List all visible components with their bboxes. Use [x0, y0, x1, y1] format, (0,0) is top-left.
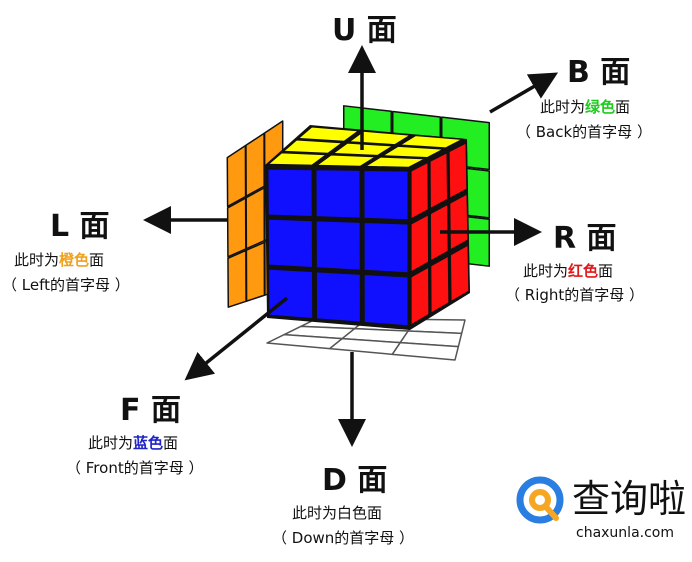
up-face-sticker: [282, 138, 344, 155]
l-face-note: （ Left的首字母 ）: [2, 276, 130, 294]
right-face-sticker: [429, 151, 449, 210]
arrow-back: [489, 72, 559, 114]
r-face-desc: 此时为红色面: [523, 262, 613, 280]
front-face-sticker: [267, 218, 314, 269]
right-face-sticker: [429, 255, 450, 315]
chaxunla-logo: 查询啦 chaxunla.com: [516, 476, 686, 541]
right-face: [410, 141, 470, 326]
r-face-title: R 面: [553, 221, 617, 256]
b-face-desc: 此时为绿色面: [540, 98, 630, 116]
r-face-note: （ Right的首字母 ）: [505, 286, 644, 304]
left-face-sticker: [227, 249, 247, 308]
up-face-sticker: [381, 145, 445, 159]
l-face-title: L 面: [50, 209, 110, 244]
front-face-sticker: [267, 268, 314, 320]
front-face: [266, 168, 410, 327]
left-face-sticker: [245, 187, 266, 250]
down-face-sticker: [391, 341, 460, 361]
up-face-sticker: [297, 126, 360, 143]
up-face-sticker: [315, 153, 377, 168]
up-face-sticker: [348, 130, 412, 146]
left-face-sticker: [226, 197, 247, 258]
left-face-sticker: [245, 241, 266, 302]
f-face-title: F 面: [120, 393, 181, 428]
logo-magnifier-icon: [529, 489, 551, 511]
up-face-sticker: [398, 134, 464, 149]
left-face-sticker: [226, 144, 247, 208]
f-face-note: （ Front的首字母 ）: [66, 459, 203, 477]
right-face-sticker: [429, 203, 450, 262]
b-face-note: （ Back的首字母 ）: [516, 123, 652, 141]
b-face-title: B 面: [567, 55, 630, 90]
front-face-sticker: [363, 221, 410, 274]
arrow-front: [184, 296, 289, 381]
d-face-note: （ Down的首字母 ）: [272, 529, 414, 547]
front-face-sticker: [315, 270, 362, 324]
cube: [226, 105, 491, 361]
front-face-sticker: [266, 168, 314, 218]
d-face-title: D 面: [322, 463, 387, 498]
logo-ring-icon: [516, 476, 564, 524]
f-face-desc: 此时为蓝色面: [88, 434, 178, 452]
down-face: [266, 317, 466, 361]
u-face-title: U 面: [332, 13, 397, 48]
d-face-desc: 此时为白色面: [292, 504, 382, 522]
right-face-sticker: [448, 193, 469, 251]
up-face-sticker: [363, 156, 427, 169]
right-face-sticker: [448, 141, 468, 200]
front-face-sticker: [315, 219, 362, 272]
front-face-sticker: [314, 168, 362, 220]
right-face-sticker: [410, 266, 430, 326]
axis-arrows: [143, 45, 559, 447]
right-face-sticker: [410, 161, 430, 220]
front-face-sticker: [362, 169, 410, 221]
right-face-sticker: [449, 244, 470, 303]
logo-text-cn: 查询啦: [572, 477, 686, 521]
l-face-desc: 此时为橙色面: [14, 251, 104, 269]
up-face-sticker: [267, 151, 328, 167]
front-face-sticker: [363, 273, 410, 327]
right-face-sticker: [410, 213, 430, 273]
logo-text-en: chaxunla.com: [576, 525, 674, 541]
left-face-sticker: [245, 132, 265, 197]
